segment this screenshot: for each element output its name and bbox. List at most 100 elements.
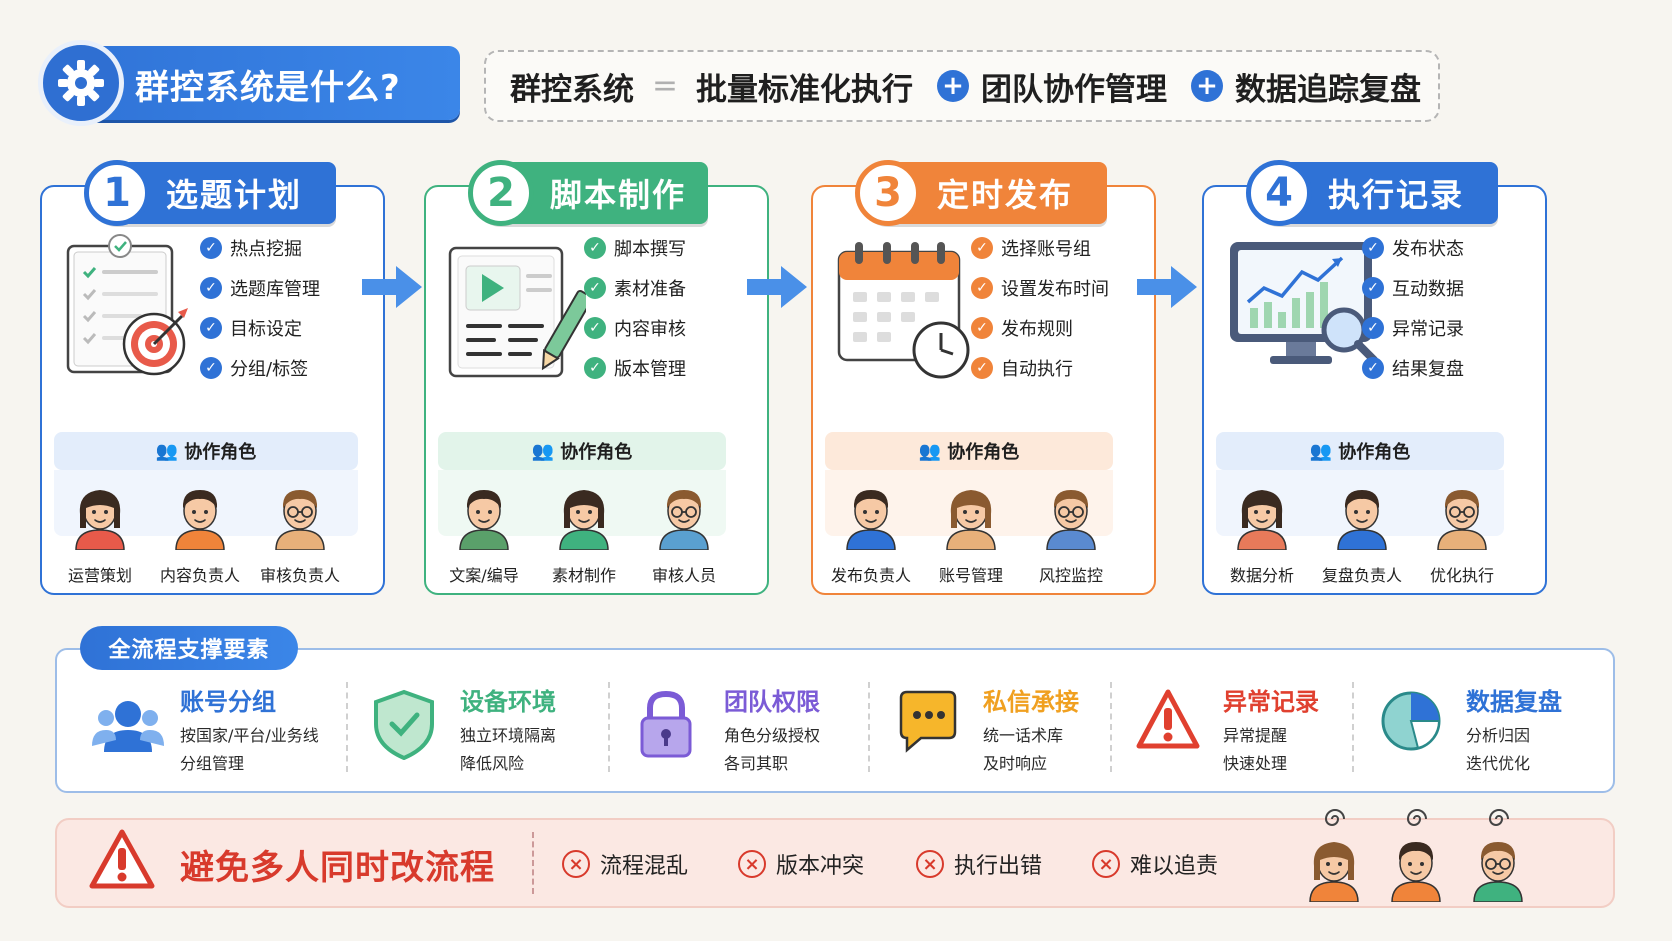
check-label: 自动执行 xyxy=(1001,359,1073,380)
step-number: 2 xyxy=(468,160,534,226)
definition-formula: 群控系统 = 批量标准化执行 + 团队协作管理 + 数据追踪复盘 xyxy=(484,50,1440,122)
step-checklist-item: ✓ 热点挖掘 xyxy=(200,235,302,261)
plus-icon: + xyxy=(1190,70,1223,102)
support-divider xyxy=(1352,682,1354,772)
people-icon: 👥 xyxy=(531,440,555,462)
arrow-right-icon xyxy=(747,266,807,308)
step-checklist-item: ✓ 选题库管理 xyxy=(200,275,320,301)
worried-person-avatar xyxy=(1304,836,1364,906)
people-icon: 👥 xyxy=(1309,440,1333,462)
check-label: 选择账号组 xyxy=(1001,239,1091,260)
support-item-desc: 独立环境隔离 xyxy=(460,726,557,745)
confused-swirl-icon xyxy=(1488,809,1509,826)
people-icon: 👥 xyxy=(918,440,942,462)
support-divider xyxy=(1110,682,1112,772)
check-label: 发布状态 xyxy=(1392,239,1464,260)
check-icon: ✓ xyxy=(200,317,222,339)
support-divider xyxy=(346,682,348,772)
warning-triangle-icon xyxy=(1135,688,1201,754)
check-label: 脚本撰写 xyxy=(614,239,686,260)
check-label: 版本管理 xyxy=(614,359,686,380)
warning-item-label: 执行出错 xyxy=(954,854,1043,879)
formula-item-1: 批量标准化执行 xyxy=(695,71,913,108)
check-icon: ✓ xyxy=(971,277,993,299)
check-label: 选题库管理 xyxy=(230,279,320,300)
avatar xyxy=(1432,484,1492,554)
step-title: 脚本制作 xyxy=(550,176,687,214)
warning-item: × 执行出错 xyxy=(916,848,1042,880)
role-name: 发布负责人 xyxy=(830,566,911,585)
roles-label: 协作角色 xyxy=(1338,442,1411,463)
warning-item: × 难以追责 xyxy=(1092,848,1218,880)
support-item-desc: 异常提醒 xyxy=(1223,726,1288,745)
confused-swirl-icon xyxy=(1324,809,1345,826)
check-icon: ✓ xyxy=(971,317,993,339)
arrow-right-icon xyxy=(1137,266,1197,308)
check-icon: ✓ xyxy=(200,277,222,299)
plus-icon: + xyxy=(936,70,969,102)
role-name: 素材制作 xyxy=(551,566,616,585)
check-label: 分组/标签 xyxy=(230,359,309,380)
script-video-pencil-icon xyxy=(446,232,593,386)
support-item-desc: 统一话术库 xyxy=(983,726,1064,745)
warning-item: × 版本冲突 xyxy=(738,848,864,880)
step-title: 执行记录 xyxy=(1328,176,1465,214)
check-label: 互动数据 xyxy=(1392,279,1464,300)
checklist-target-icon xyxy=(62,232,192,386)
check-icon: ✓ xyxy=(971,357,993,379)
support-item-desc: 降低风险 xyxy=(460,754,525,773)
role-name: 风控监控 xyxy=(1038,566,1103,585)
check-label: 结果复盘 xyxy=(1392,359,1464,380)
step-checklist-item: ✓ 版本管理 xyxy=(584,355,686,381)
step-checklist-item: ✓ 脚本撰写 xyxy=(584,235,686,261)
role-name: 审核人员 xyxy=(651,566,716,585)
confused-swirl-icon xyxy=(1406,809,1427,826)
support-item-desc: 角色分级授权 xyxy=(724,726,821,745)
check-label: 内容审核 xyxy=(614,319,686,340)
support-item-title: 数据复盘 xyxy=(1466,688,1562,716)
check-icon: ✓ xyxy=(584,317,606,339)
support-item-desc: 分组管理 xyxy=(180,754,245,773)
avatar xyxy=(941,484,1001,554)
calendar-clock-icon xyxy=(833,232,973,386)
support-item-desc: 按国家/平台/业务线 xyxy=(180,726,319,745)
roles-label: 协作角色 xyxy=(560,442,633,463)
roles-label: 协作角色 xyxy=(947,442,1020,463)
support-item-desc: 快速处理 xyxy=(1223,754,1288,773)
step-checklist-item: ✓ 素材准备 xyxy=(584,275,686,301)
check-icon: ✓ xyxy=(1362,317,1384,339)
formula-subject: 群控系统 xyxy=(510,71,634,108)
page-title: 群控系统是什么? xyxy=(135,68,401,108)
gear-icon xyxy=(38,40,124,126)
role-name: 文案/编导 xyxy=(449,566,519,585)
lock-icon xyxy=(636,688,696,764)
support-tag: 全流程支撑要素 xyxy=(80,626,298,670)
avatar xyxy=(1332,484,1392,554)
warning-title: 避免多人同时改流程 xyxy=(180,848,495,888)
shield-icon xyxy=(372,688,436,764)
check-icon: ✓ xyxy=(584,357,606,379)
warning-item-label: 版本冲突 xyxy=(776,854,865,879)
check-icon: ✓ xyxy=(584,237,606,259)
avatar xyxy=(841,484,901,554)
role-name: 内容负责人 xyxy=(159,566,240,585)
roles-header: 👥 协作角色 xyxy=(438,432,726,470)
support-item-title: 团队权限 xyxy=(724,688,820,716)
pie-chart-icon xyxy=(1378,688,1444,758)
step-checklist-item: ✓ 设置发布时间 xyxy=(971,275,1109,301)
avatar xyxy=(454,484,514,554)
step-checklist-item: ✓ 选择账号组 xyxy=(971,235,1091,261)
check-label: 目标设定 xyxy=(230,319,302,340)
step-number: 1 xyxy=(84,160,150,226)
avatar xyxy=(170,484,230,554)
avatar xyxy=(554,484,614,554)
step-banner-3: 3 定时发布 xyxy=(855,160,1107,226)
role-name: 复盘负责人 xyxy=(1321,566,1402,585)
support-item-desc: 及时响应 xyxy=(983,754,1048,773)
role-name: 数据分析 xyxy=(1229,566,1294,585)
check-label: 设置发布时间 xyxy=(1001,279,1109,300)
step-checklist-item: ✓ 结果复盘 xyxy=(1362,355,1464,381)
check-icon: ✓ xyxy=(1362,237,1384,259)
step-checklist-item: ✓ 互动数据 xyxy=(1362,275,1464,301)
support-item-title: 设备环境 xyxy=(460,688,556,716)
